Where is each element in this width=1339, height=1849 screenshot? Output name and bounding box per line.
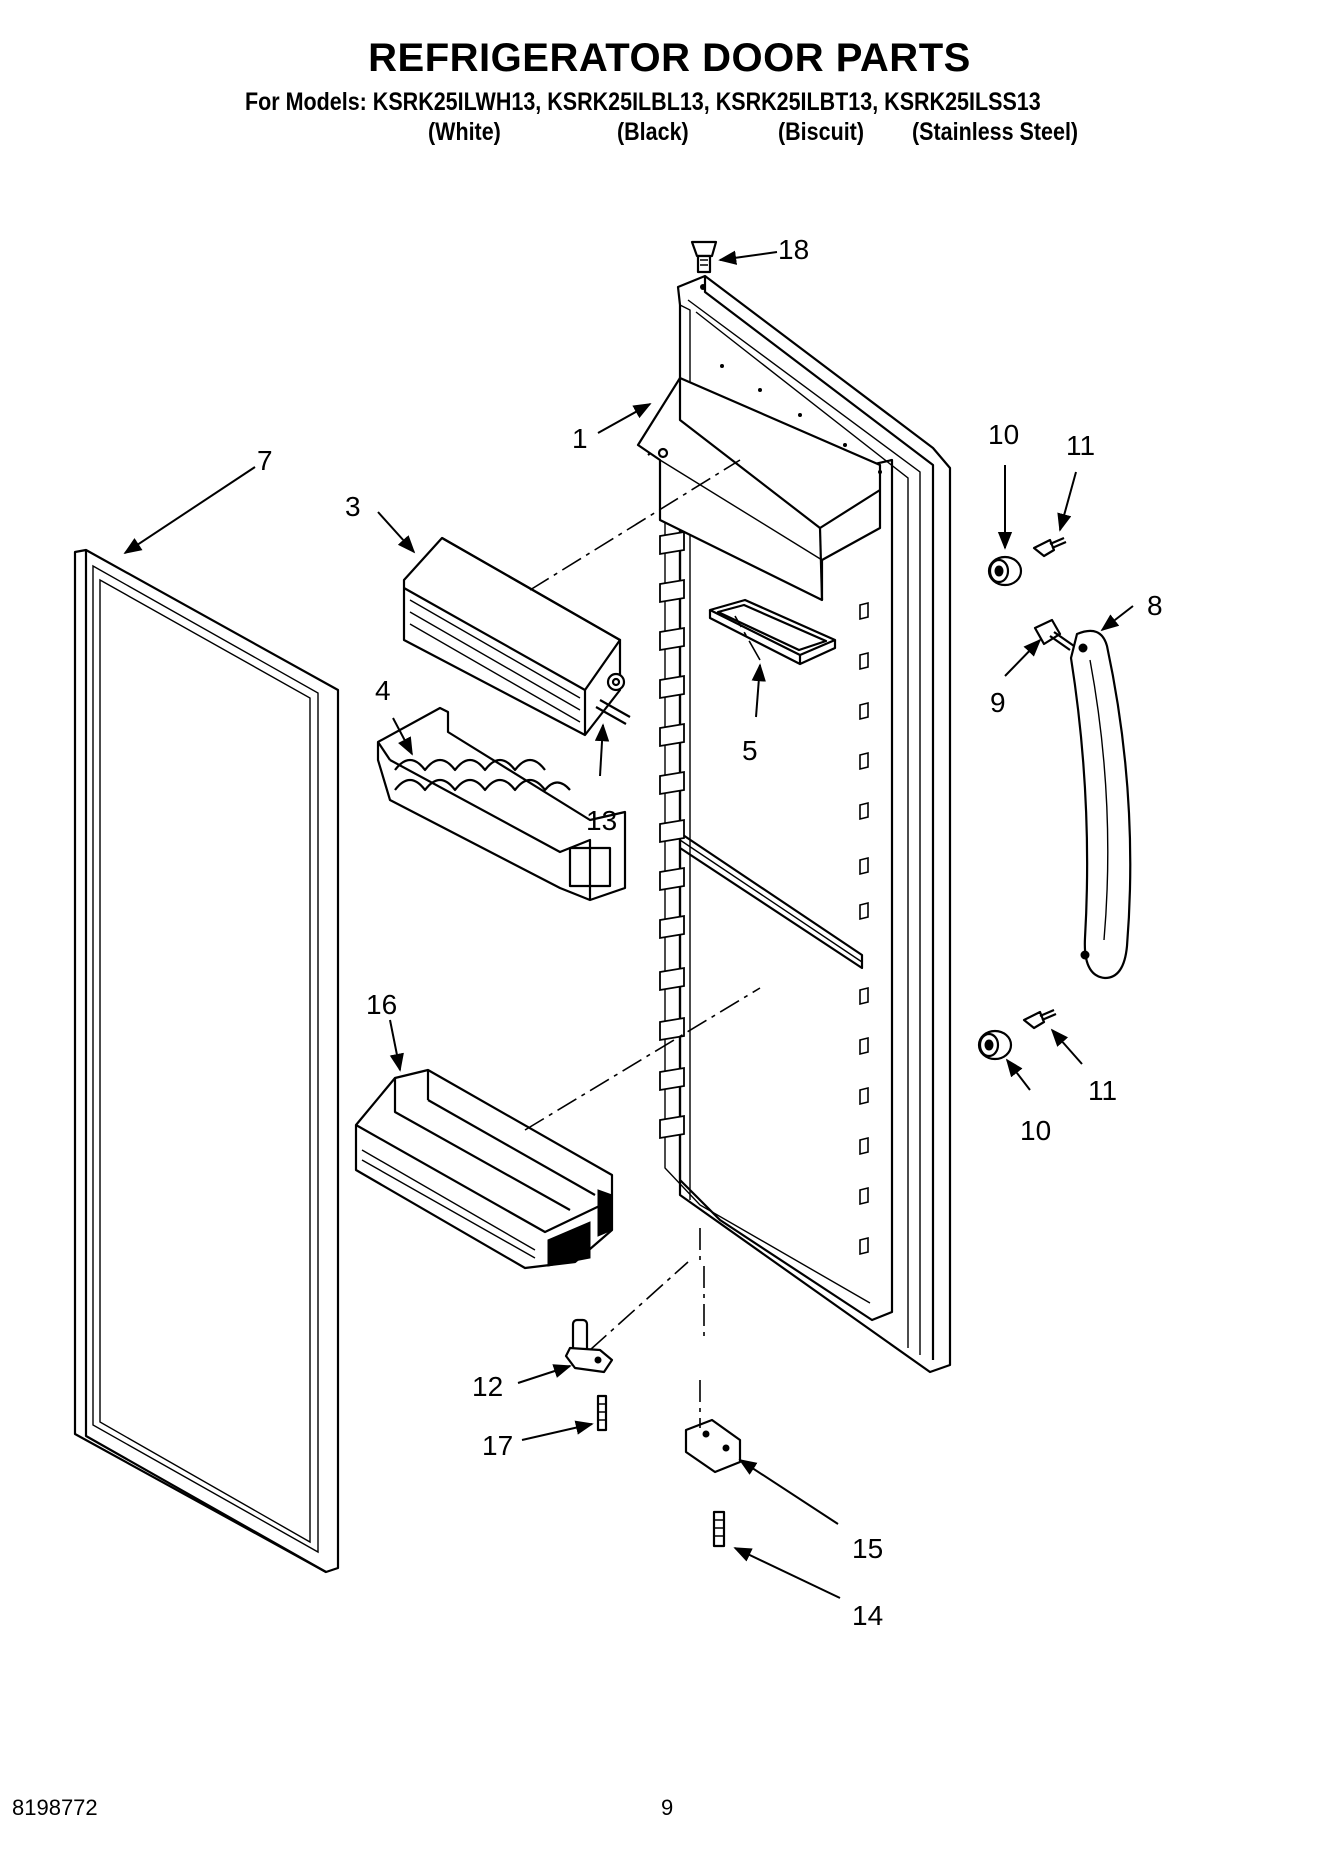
leader-arrows	[123, 250, 1134, 1599]
callout-11-top: 11	[1066, 430, 1095, 461]
color-white: (White)	[428, 118, 501, 146]
bracket-screw	[712, 1510, 726, 1548]
callout-1: 1	[572, 423, 588, 454]
callout-9: 9	[990, 687, 1006, 718]
callout-15: 15	[852, 1533, 883, 1564]
hinge-bracket	[684, 1418, 742, 1474]
dairy-door	[402, 536, 626, 737]
door-bin	[354, 1068, 614, 1270]
spacer-screw-bottom	[1022, 1008, 1057, 1030]
models-line: For Models: KSRK25ILWH13, KSRK25ILBL13, …	[245, 88, 1041, 116]
callout-10-bottom: 10	[1020, 1115, 1051, 1146]
hinge-pin	[564, 1318, 614, 1374]
callout-18: 18	[778, 234, 809, 265]
callout-10-top: 10	[988, 419, 1019, 450]
color-stainless-steel: (Stainless Steel)	[912, 118, 1079, 146]
callout-5: 5	[742, 735, 758, 766]
color-biscuit: (Biscuit)	[778, 118, 864, 146]
dairy-spring	[595, 699, 631, 725]
handle-spacer-bottom	[977, 1029, 1013, 1061]
callout-8: 8	[1147, 590, 1163, 621]
page-title: REFRIGERATOR DOOR PARTS	[368, 36, 971, 80]
door-liner	[636, 274, 952, 1374]
callout-17: 17	[482, 1430, 513, 1461]
color-black: (Black)	[617, 118, 689, 146]
callout-11-bottom: 11	[1088, 1075, 1117, 1106]
egg-tray	[376, 706, 627, 902]
utility-bin	[708, 598, 837, 666]
handle-screw	[1033, 618, 1075, 651]
document-number: 8198772	[12, 1795, 98, 1820]
door-handle	[1069, 629, 1132, 980]
hinge-pin-screw	[596, 1394, 608, 1432]
top-plug	[690, 240, 718, 274]
handle-spacer-top	[987, 555, 1023, 587]
callout-3: 3	[345, 491, 361, 522]
callout-7: 7	[257, 445, 273, 476]
callout-14: 14	[852, 1600, 883, 1631]
callout-16: 16	[366, 989, 397, 1020]
page-number: 9	[661, 1795, 674, 1820]
door-gasket	[73, 548, 340, 1574]
callout-12: 12	[472, 1371, 503, 1402]
spacer-screw-top	[1032, 536, 1067, 558]
callout-4: 4	[375, 675, 391, 706]
callout-13: 13	[586, 805, 617, 836]
assembly-lines	[524, 459, 761, 1428]
